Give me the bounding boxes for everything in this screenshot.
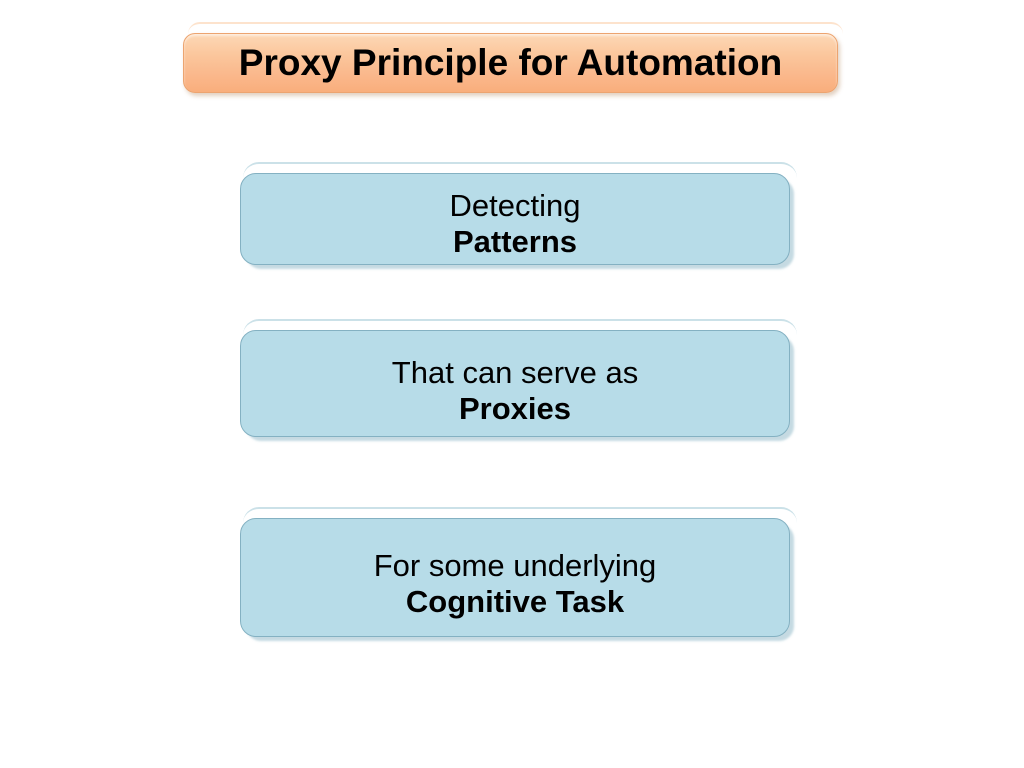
slide-title: Proxy Principle for Automation [238, 42, 783, 83]
concept-box-detecting-patterns: Detecting Patterns [240, 162, 797, 265]
box2-line2: Proxies [458, 390, 571, 426]
box3-line2: Cognitive Task [405, 583, 625, 619]
slide-title-banner: Proxy Principle for Automation [183, 22, 843, 93]
concept-box-serve-as-proxies: That can serve as Proxies [240, 319, 797, 437]
box2-line1: That can serve as [391, 354, 639, 390]
box1-line1: Detecting [449, 188, 581, 223]
box1-line2: Patterns [452, 224, 578, 259]
concept-box-cognitive-task: For some underlying Cognitive Task [240, 507, 797, 637]
box3-line1: For some underlying [373, 547, 657, 583]
